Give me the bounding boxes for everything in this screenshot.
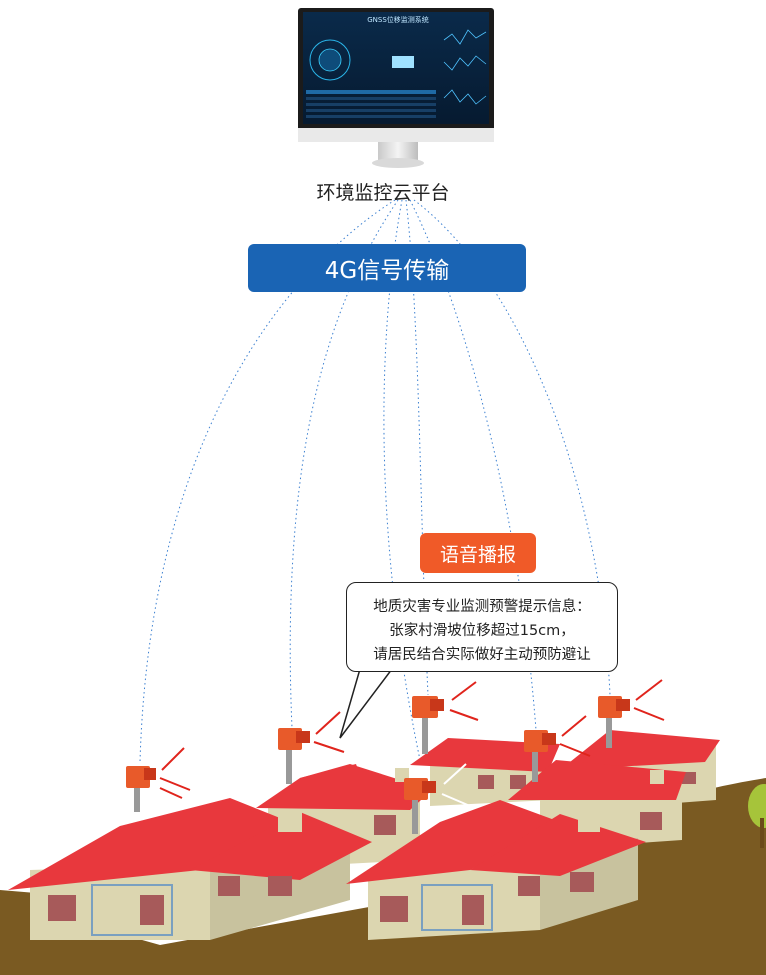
alarm-speaker-icon xyxy=(598,679,665,748)
transmission-label: 4G信号传输 xyxy=(324,258,450,284)
signal-link-1 xyxy=(139,199,396,763)
house xyxy=(346,800,646,940)
platform-label: 环境监控云平台 xyxy=(316,182,450,204)
bubble-tail xyxy=(339,668,394,739)
bush-icon xyxy=(748,784,766,848)
alarm-speaker-icon xyxy=(278,711,345,784)
alarm-speaker-icon xyxy=(404,763,471,834)
broadcast-label: 语音播报 xyxy=(439,543,516,566)
signal-link-6 xyxy=(413,199,611,696)
warning-line-3: 请居民结合实际做好主动预防避让 xyxy=(373,647,591,663)
alarm-speaker-icon xyxy=(524,715,591,782)
transmission-badge: 4G信号传输 xyxy=(248,244,526,292)
ground xyxy=(0,778,766,975)
monitor-icon: GNSS位移监测系统 xyxy=(298,8,494,168)
warning-line-1: 地质灾害专业监测预警提示信息： xyxy=(373,599,591,615)
alarm-speaker-icon xyxy=(126,747,191,812)
broadcast-badge: 语音播报 xyxy=(420,533,536,573)
alarm-speaker-icon xyxy=(412,681,479,754)
warning-line-2: 张家村滑坡位移超过15cm， xyxy=(389,623,575,639)
warning-message-bubble: 地质灾害专业监测预警提示信息： 张家村滑坡位移超过15cm， 请居民结合实际做好… xyxy=(346,582,618,672)
house xyxy=(410,738,560,806)
house xyxy=(8,798,372,940)
screen-title: GNSS位移监测系统 xyxy=(367,15,429,24)
